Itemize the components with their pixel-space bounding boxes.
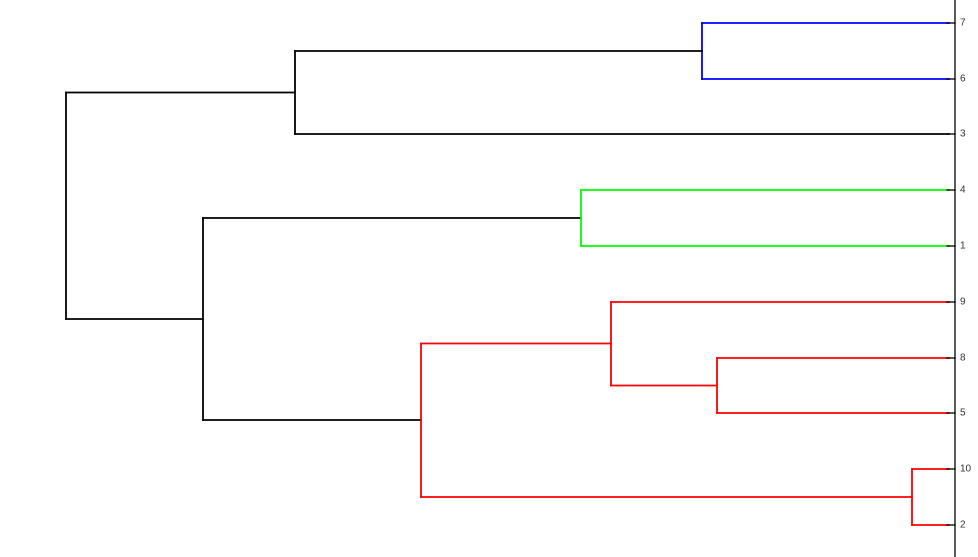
leaf-label-3: 3	[960, 129, 966, 140]
leaf-label-9: 9	[960, 297, 966, 308]
leaf-label-10: 10	[960, 464, 972, 475]
leaf-label-6: 6	[960, 74, 966, 85]
leaf-label-1: 1	[960, 241, 966, 252]
leaf-label-4: 4	[960, 185, 966, 196]
leaf-label-8: 8	[960, 353, 966, 364]
leaf-label-2: 2	[960, 520, 966, 531]
leaf-label-7: 7	[960, 18, 966, 29]
leaf-label-5: 5	[960, 408, 966, 419]
